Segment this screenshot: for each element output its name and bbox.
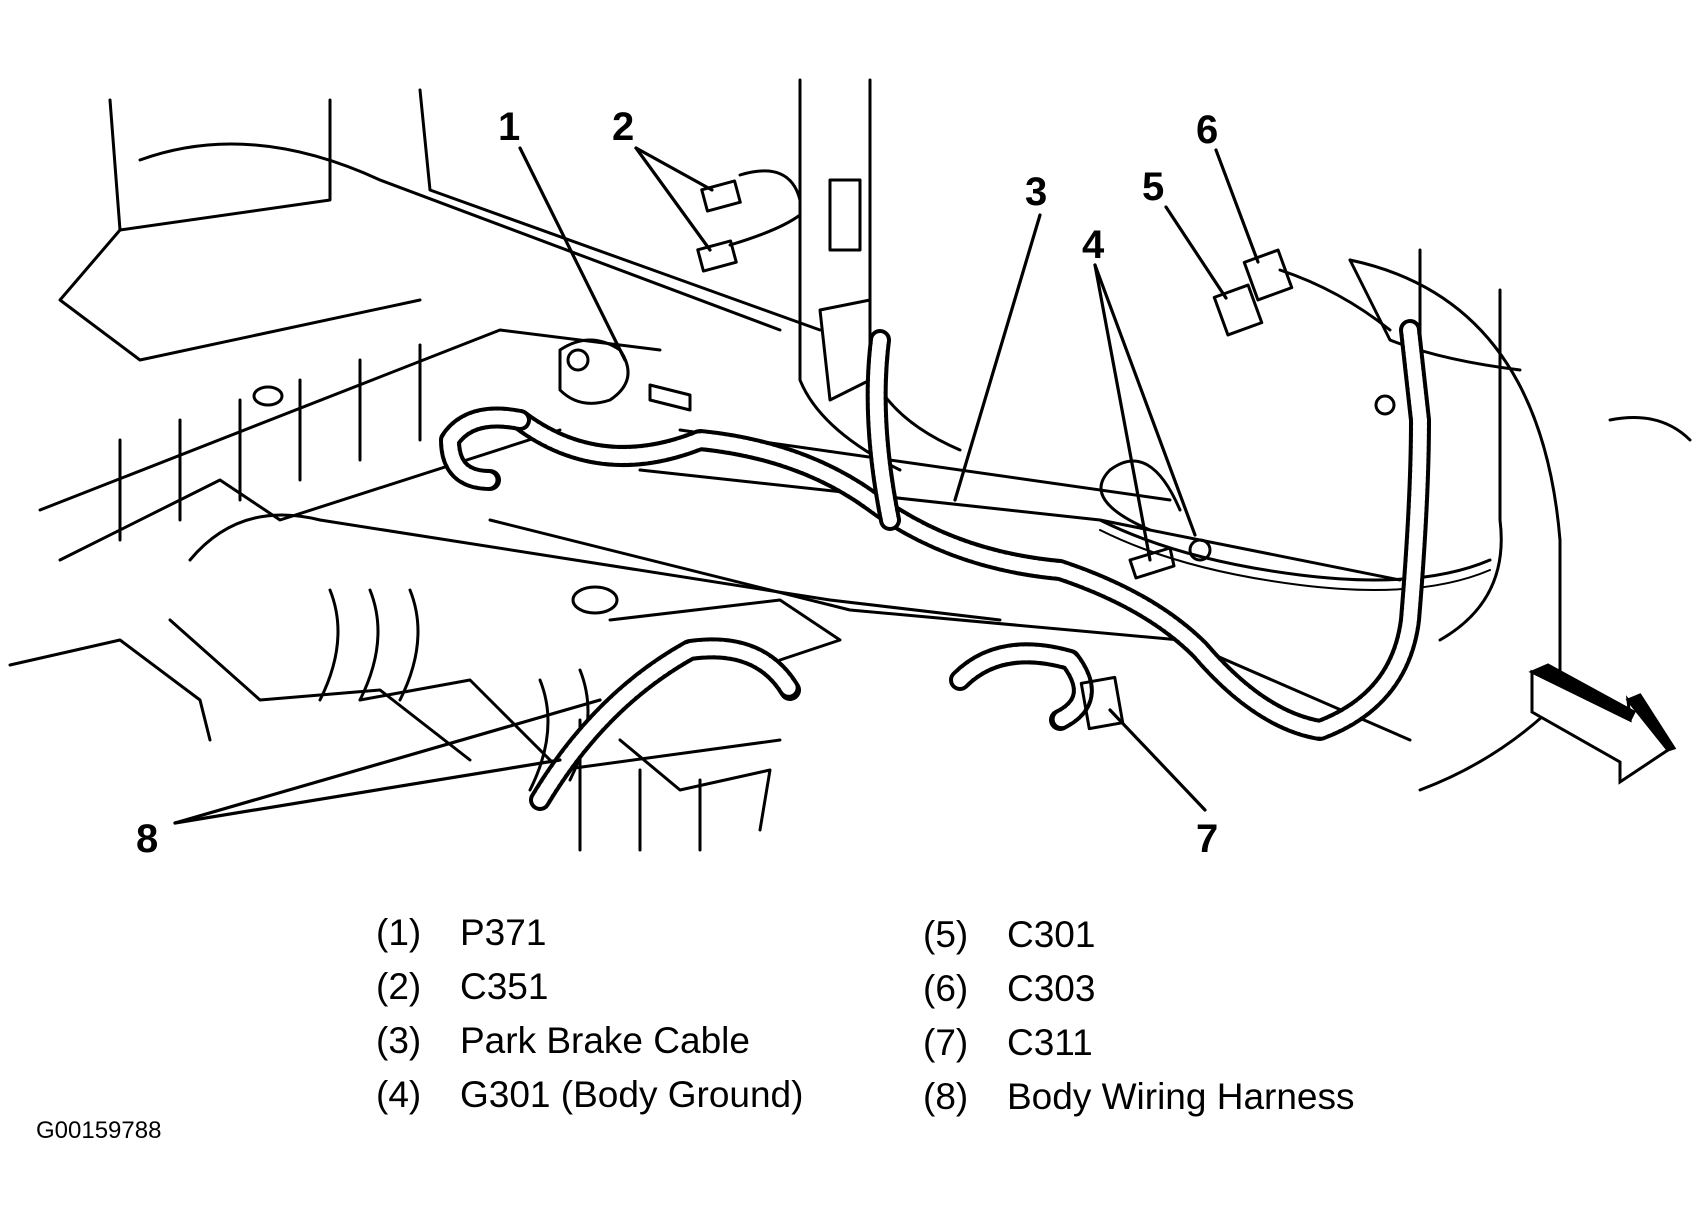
legend-item: (2) C351 [376, 960, 803, 1014]
leader-8a [173, 698, 602, 825]
figure-id: G00159788 [36, 1117, 162, 1144]
legend-item-label: G301 (Body Ground) [460, 1074, 804, 1115]
legend-item: (1) P371 [376, 906, 803, 960]
callout-6: 6 [1196, 108, 1218, 152]
legend-item-number: (7) [923, 1022, 969, 1063]
connector-c311 [1079, 675, 1125, 731]
leader-6 [1214, 148, 1260, 264]
legend-right-column: (5) C301 (6) C303 (7) C311 (8) Body Wiri… [923, 908, 1355, 1124]
legend-item-label: Park Brake Cable [460, 1020, 750, 1061]
legend-left-column: (1) P371 (2) C351 (3) Park Brake Cable (… [376, 906, 803, 1122]
front-of-vehicle-arrow-icon [1528, 663, 1677, 785]
legend-item: (6) C303 [923, 962, 1355, 1016]
legend-item: (7) C311 [923, 1016, 1355, 1070]
legend-item-number: (2) [376, 966, 422, 1007]
callout-8: 8 [136, 817, 158, 861]
leader-2a [634, 146, 714, 192]
legend-item-number: (3) [376, 1020, 422, 1061]
legend-item-label: C301 [1007, 914, 1096, 955]
leader-4b [1093, 263, 1197, 537]
legend-item-number: (4) [376, 1074, 422, 1115]
connector-c303 [1242, 248, 1294, 302]
connector-c351 [696, 179, 742, 273]
legend-item-number: (8) [923, 1076, 969, 1117]
leader-4a [1093, 263, 1152, 562]
leader-2b [634, 146, 712, 252]
legend-item: (4) G301 (Body Ground) [376, 1068, 803, 1122]
ground-g301-bolt [1128, 538, 1212, 580]
callout-7: 7 [1196, 817, 1218, 861]
body-wiring-harness [439, 169, 1431, 811]
legend-item-label: Body Wiring Harness [1007, 1076, 1355, 1117]
legend-item-label: C351 [460, 966, 549, 1007]
legend-item-number: (5) [923, 914, 969, 955]
legend-item-label: C303 [1007, 968, 1096, 1009]
park-brake-cable [1098, 459, 1492, 591]
leader-8b [173, 758, 562, 825]
connector-p371 [558, 338, 692, 412]
legend-item-label: P371 [460, 912, 547, 953]
legend-item: (5) C301 [923, 908, 1355, 962]
callout-3: 3 [1025, 170, 1047, 214]
leader-3 [953, 213, 1042, 502]
legend-item-label: C311 [1007, 1022, 1093, 1063]
connector-c301 [1212, 283, 1264, 337]
legend-item: (8) Body Wiring Harness [923, 1070, 1355, 1124]
leader-5 [1164, 205, 1228, 300]
legend-item: (3) Park Brake Cable [376, 1014, 803, 1068]
wiring-diagram: 1 2 3 4 5 6 7 8 [8, 78, 1692, 861]
leader-7 [1108, 708, 1207, 812]
legend-item-number: (1) [376, 912, 422, 953]
callout-1: 1 [498, 105, 520, 149]
callout-4: 4 [1082, 223, 1105, 267]
callout-2: 2 [612, 105, 634, 149]
legend-item-number: (6) [923, 968, 969, 1009]
leader-lines [173, 146, 1260, 825]
leader-1 [518, 146, 627, 362]
vehicle-body-structure [8, 78, 1692, 852]
callout-5: 5 [1142, 165, 1164, 209]
